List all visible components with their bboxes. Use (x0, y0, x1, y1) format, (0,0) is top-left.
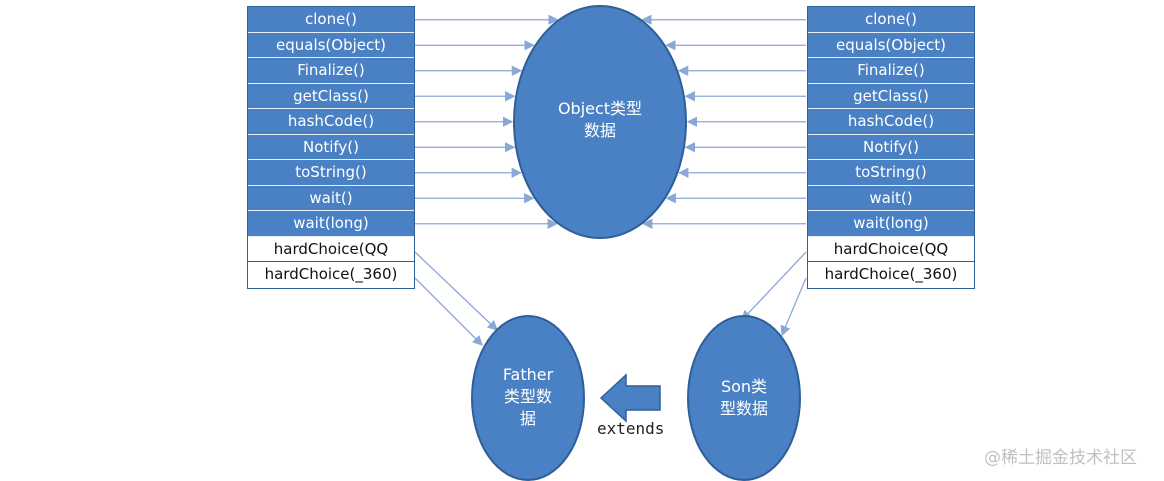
right-extra-arrow (780, 277, 807, 337)
father-label-line2: 类型数 (503, 387, 552, 406)
right-method-cell: wait() (808, 185, 974, 211)
left-method-cell: getClass() (248, 83, 414, 109)
left-method-cell: hashCode() (248, 109, 414, 135)
object-label-line1: Object类型 (557, 99, 643, 118)
son-label-line1: Son类 (720, 377, 768, 396)
left-extra-arrow (414, 277, 483, 346)
left-method-cell: equals(Object) (248, 32, 414, 58)
son-label: Son类 型数据 (694, 376, 794, 420)
father-label: Father 类型数 据 (478, 364, 578, 430)
object-ellipse (513, 5, 687, 239)
right-method-cell: hashCode() (808, 109, 974, 135)
left-method-cell: toString() (248, 160, 414, 186)
son-label-line2: 型数据 (719, 399, 768, 418)
right-method-cell: wait(long) (808, 211, 974, 237)
right-method-cell: equals(Object) (808, 32, 974, 58)
right-extra-method-cell: hardChoice(QQ (808, 236, 974, 262)
father-label-line1: Father (502, 365, 554, 384)
right-extra-arrow (741, 251, 807, 321)
object-label-line2: 数据 (583, 121, 616, 140)
left-extra-method-cell: hardChoice(QQ (248, 236, 414, 262)
father-label-line3: 据 (519, 409, 536, 428)
left-method-cell: wait(long) (248, 211, 414, 237)
left-method-cell: Finalize() (248, 58, 414, 84)
left-method-cell: clone() (248, 7, 414, 33)
left-method-cell: Notify() (248, 134, 414, 160)
right-extra-method-cell: hardChoice(_360) (808, 262, 974, 288)
son-ellipse (687, 315, 801, 481)
object-label: Object类型 数据 (540, 98, 660, 142)
right-method-cell: Finalize() (808, 58, 974, 84)
left-method-cell: wait() (248, 185, 414, 211)
left-extra-arrow (414, 251, 498, 331)
right-method-cell: Notify() (808, 134, 974, 160)
extends-label: extends (597, 419, 665, 438)
extends-arrow-icon (599, 373, 661, 423)
left-extra-method-cell: hardChoice(_360) (248, 262, 414, 288)
watermark: @稀土掘金技术社区 (984, 448, 1137, 468)
son-method-table: clone() equals(Object) Finalize() getCla… (807, 6, 975, 289)
right-method-cell: clone() (808, 7, 974, 33)
father-method-table: clone() equals(Object) Finalize() getCla… (247, 6, 415, 289)
right-method-cell: getClass() (808, 83, 974, 109)
right-method-cell: toString() (808, 160, 974, 186)
father-ellipse (471, 315, 585, 481)
connector-arrows (414, 14, 807, 346)
